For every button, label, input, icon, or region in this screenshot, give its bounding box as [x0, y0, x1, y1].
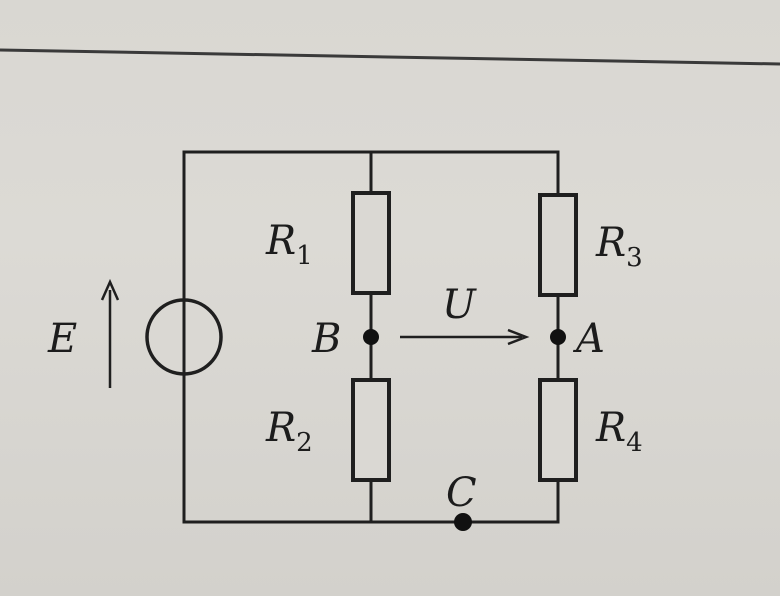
node-a [550, 329, 566, 345]
node-b [363, 329, 379, 345]
resistor-r2 [351, 378, 391, 482]
page-rule-line [0, 48, 780, 66]
label-r4: R4 [595, 405, 643, 458]
label-b: B [311, 316, 341, 362]
resistor-r4 [538, 378, 578, 482]
e-arrow-head [100, 278, 120, 301]
label-r1: R1 [265, 218, 313, 271]
label-c: C [446, 470, 477, 516]
resistor-r1 [351, 191, 391, 295]
node-c [454, 513, 472, 531]
u-arrow-head [507, 328, 530, 346]
label-r3: R3 [595, 220, 643, 273]
label-u: U [442, 282, 477, 328]
label-a: A [572, 316, 605, 362]
label-e: E [47, 316, 77, 362]
resistor-r3 [538, 193, 578, 297]
label-r2: R2 [265, 405, 313, 458]
